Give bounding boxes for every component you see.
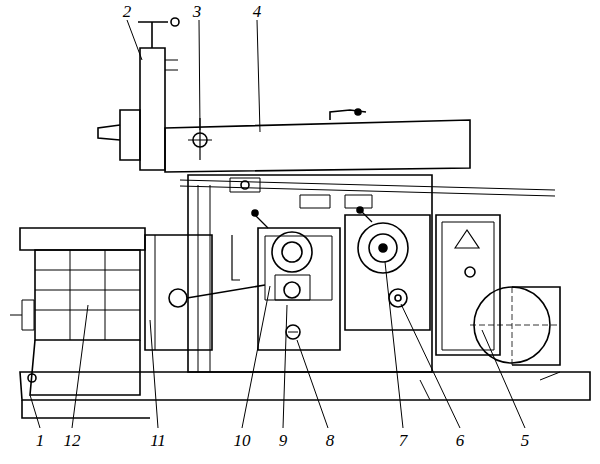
callout-number: 8 (325, 432, 336, 449)
callout-number: 11 (149, 432, 167, 449)
callout-number: 3 (192, 3, 203, 20)
callout-number: 6 (455, 432, 466, 449)
callout-number: 5 (520, 432, 531, 449)
callout-number: 1 (35, 432, 46, 449)
callout-number: 10 (233, 432, 252, 449)
callout-number: 12 (63, 432, 82, 449)
callout-number: 4 (252, 3, 263, 20)
callout-number: 2 (122, 3, 133, 20)
callout-number: 9 (278, 432, 289, 449)
callout-number: 7 (398, 432, 409, 449)
